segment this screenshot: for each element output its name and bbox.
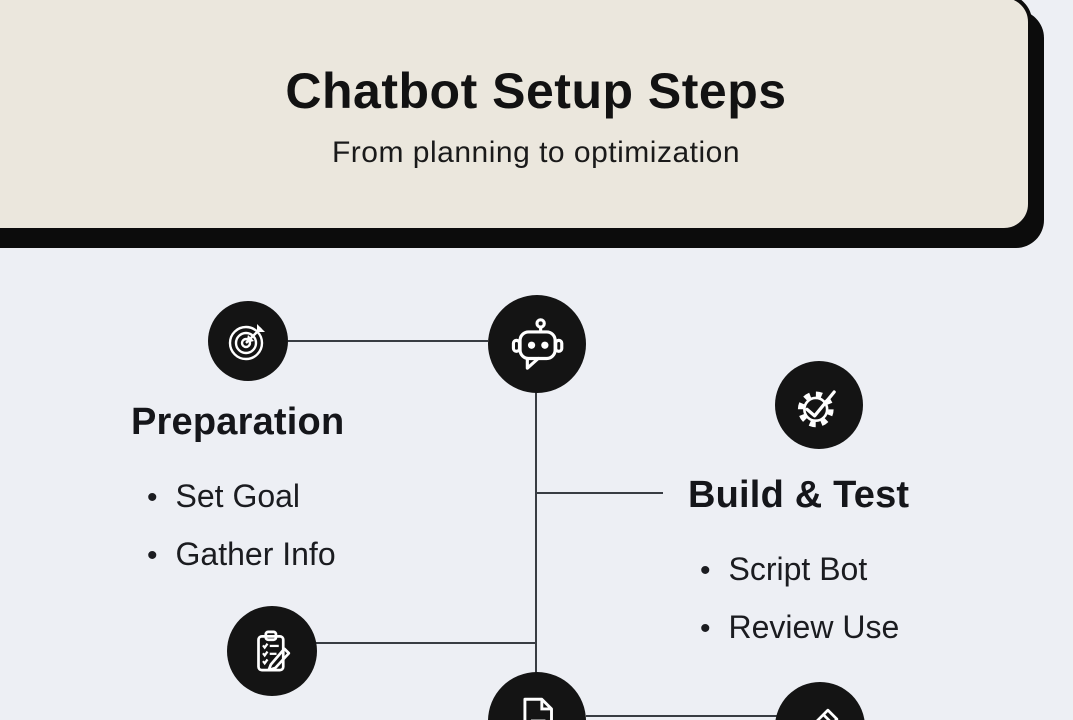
- bullet-dot: •: [700, 553, 711, 587]
- document-review-icon: [488, 672, 586, 720]
- connector-clipboard-to-trunk: [316, 642, 537, 644]
- bullet-label: Script Bot: [728, 551, 868, 587]
- bullet-item: • Review Use: [700, 609, 899, 646]
- step-title-preparation: Preparation: [131, 401, 345, 443]
- bullet-item: • Script Bot: [700, 551, 867, 588]
- chatbot-icon: [488, 295, 586, 393]
- bullet-item: • Gather Info: [147, 536, 336, 573]
- document-icon-glyph: [523, 697, 553, 720]
- clipboard-checklist-icon: [227, 606, 317, 696]
- target-icon-glyph: [228, 324, 265, 361]
- chatbot-icon-glyph: [511, 318, 564, 370]
- clipboard-icon-glyph: [257, 630, 291, 672]
- bullet-dot: •: [700, 611, 711, 645]
- page-subtitle: From planning to optimization: [331, 136, 741, 169]
- connector-chatbot-down: [535, 392, 537, 673]
- target-icon: [208, 301, 288, 381]
- pencil-icon: [775, 682, 865, 720]
- step-title-build-test: Build & Test: [688, 474, 910, 516]
- bullet-label: Review Use: [728, 609, 900, 645]
- connector-document-to-pencil: [586, 715, 786, 717]
- bullet-dot: •: [147, 538, 158, 572]
- bullet-dot: •: [147, 480, 158, 514]
- gear-check-icon-glyph: [797, 390, 836, 428]
- bullet-label: Set Goal: [175, 478, 301, 514]
- gear-check-icon: [775, 361, 863, 449]
- bullet-label: Gather Info: [175, 536, 336, 572]
- page-title: Chatbot Setup Steps: [285, 63, 787, 119]
- connector-to-build-test: [537, 492, 663, 494]
- header-card: Chatbot Setup Steps From planning to opt…: [0, 0, 1032, 232]
- bullet-item: • Set Goal: [147, 478, 300, 515]
- connector-target-to-chatbot: [288, 340, 488, 342]
- pencil-icon-glyph: [816, 708, 839, 720]
